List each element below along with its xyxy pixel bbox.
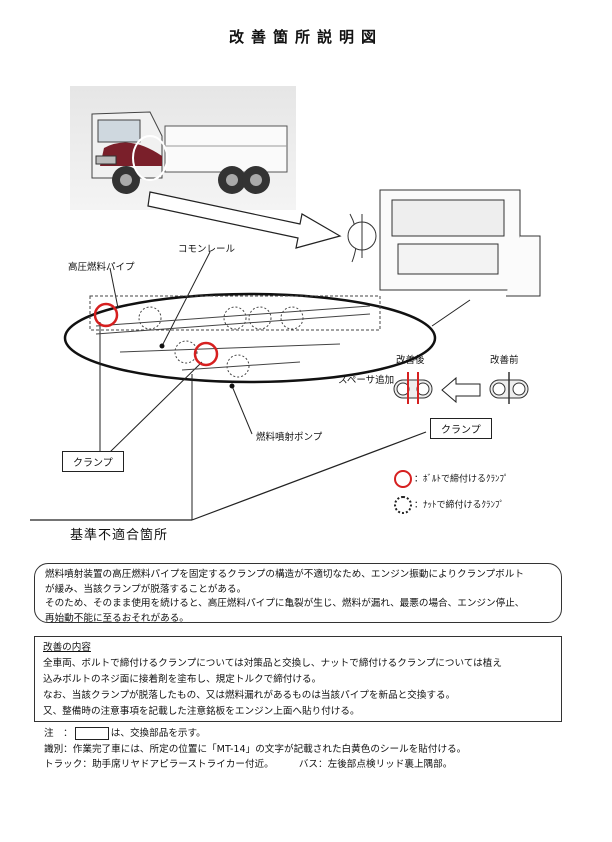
- common-rail-label: コモンレール: [178, 244, 236, 255]
- page-title: 改善箇所説明図: [228, 28, 383, 46]
- improvement-details: 改善の内容 全車両、ボルトで締付けるクランプについては対策品と交換し、ナットで締…: [34, 636, 562, 722]
- high-pressure-pipe-label: 高圧燃料パイプ: [68, 262, 135, 273]
- nonconforming-label: 基準不適合箇所: [70, 528, 169, 543]
- clamp-right-label: クランプ: [430, 418, 492, 439]
- improvement-line: 又、整備時の注意事項を記載した注意銘板をエンジン上面へ貼り付ける。: [43, 706, 360, 717]
- improvement-line: 全車両、ボルトで締付けるクランプについては対策品と交換し、ナットで締付けるクラン…: [43, 658, 502, 669]
- clamp-left-label: クランプ: [62, 451, 124, 472]
- replacement-note: 注 ：は、交換部品を示す。: [44, 726, 206, 740]
- before-to-after-arrow: [441, 376, 481, 404]
- clamp-after-icon: [393, 372, 433, 404]
- notice-line: そのため、そのまま使用を続けると、高圧燃料パイプに亀裂が生じ、燃料が漏れ、最悪の…: [45, 598, 525, 609]
- before-label: 改善前: [490, 355, 519, 366]
- fuel-pump-label: 燃料噴射ポンプ: [256, 432, 323, 443]
- truck-location: トラック：助手席リヤドアピラーストライカー付近。: [44, 759, 274, 770]
- defect-description: 燃料噴射装置の高圧燃料パイプを固定するクランプの構造が不適切なため、エンジン振動…: [34, 563, 562, 624]
- legend-nut-clamp: ：ﾅｯﾄで締付けるｸﾗﾝﾌﾟ: [394, 496, 504, 514]
- truck-photo: [70, 86, 296, 210]
- identification-note: 識別：作業完了車には、所定の位置に「MT-14」の文字が記載された白黄色のシール…: [44, 743, 467, 755]
- red-circle-icon: [394, 470, 412, 488]
- improvement-heading: 改善の内容: [43, 642, 91, 653]
- improvement-line: 込みボルトのネジ面に接着剤を塗布し、規定トルクで締付ける。: [43, 674, 322, 685]
- notice-line: 再始動不能に至るおそれがある。: [45, 612, 189, 624]
- pointer-arrow: [147, 191, 342, 249]
- notice-line: 燃料噴射装置の高圧燃料パイプを固定するクランプの構造が不適切なため、エンジン振動…: [45, 569, 524, 580]
- clamp-before-icon: [489, 372, 529, 404]
- rail-sketch: [89, 295, 381, 378]
- bolt-clamp-marker: [193, 341, 219, 367]
- improvement-line: なお、当該クランプが脱落したもの、又は燃料漏れがあるものは当該パイプを新品と交換…: [43, 690, 456, 701]
- spacer-added-label: スペーサ追加: [338, 375, 395, 386]
- replacement-box-symbol: [74, 726, 109, 740]
- legend-bolt-clamp: ：ﾎﾞﾙﾄで締付けるｸﾗﾝﾌﾟ: [394, 470, 509, 488]
- bus-location: バス：左後部点検リッド裏上隅部。: [298, 759, 453, 770]
- notice-line: が緩み、当該クランプが脱落することがある。: [45, 583, 247, 595]
- after-label: 改善後: [396, 355, 425, 366]
- focus-ellipse: [63, 292, 437, 384]
- engine-sketch: [347, 189, 541, 297]
- truck-illustration: [91, 111, 288, 194]
- footer-notes: 注 ：は、交換部品を示す。 識別：作業完了車には、所定の位置に「MT-14」の文…: [44, 726, 584, 773]
- dotted-circle-icon: [394, 496, 412, 514]
- bolt-clamp-marker: [93, 302, 119, 328]
- location-note: トラック：助手席リヤドアピラーストライカー付近。 バス：左後部点検リッド裏上隅部…: [44, 757, 584, 773]
